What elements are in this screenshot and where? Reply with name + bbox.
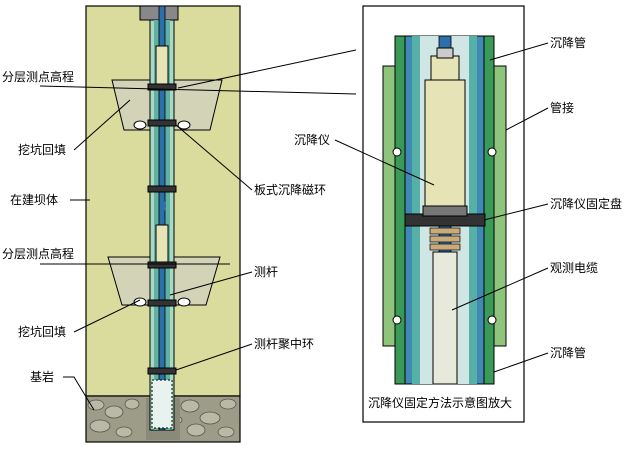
label-observation-cable: 观测电缆 — [550, 261, 599, 275]
label-settlement-pipe-bottom: 沉降管 — [550, 346, 587, 360]
label-pipe-joint: 管接 — [550, 101, 575, 115]
dam-section — [39, 5, 357, 443]
label-backfill-1: 挖坑回填 — [18, 143, 67, 157]
label-rod-centering-ring: 测杆聚中环 — [254, 337, 315, 351]
right-leaders — [334, 42, 549, 373]
thread-section — [429, 227, 461, 251]
left-leaders — [63, 99, 253, 411]
label-rod: 测杆 — [254, 265, 279, 279]
label-settlement-gauge: 沉降仪 — [294, 133, 331, 147]
detail-panel — [362, 5, 525, 423]
label-gauge-fixing-plate: 沉降仪固定盘 — [550, 197, 623, 211]
joint-bolts — [392, 147, 497, 325]
label-backfill-2: 挖坑回填 — [18, 325, 67, 339]
label-layer-elevation-1: 分层测点高程 — [2, 70, 75, 84]
label-dam-body: 在建坝体 — [10, 193, 59, 207]
label-plate-ring: 板式沉降磁环 — [254, 183, 327, 197]
settlement-pipe-column — [133, 5, 191, 431]
detail-caption: 沉降仪固定方法示意图放大 — [368, 396, 513, 410]
settlement-gauge-body — [424, 79, 466, 213]
pipe-joint-right — [493, 65, 507, 347]
label-layer-elevation-2: 分层测点高程 — [2, 247, 75, 261]
label-bedrock: 基岩 — [30, 370, 55, 384]
pipe-joint-left — [382, 65, 396, 347]
label-settlement-pipe-top: 沉降管 — [550, 36, 587, 50]
